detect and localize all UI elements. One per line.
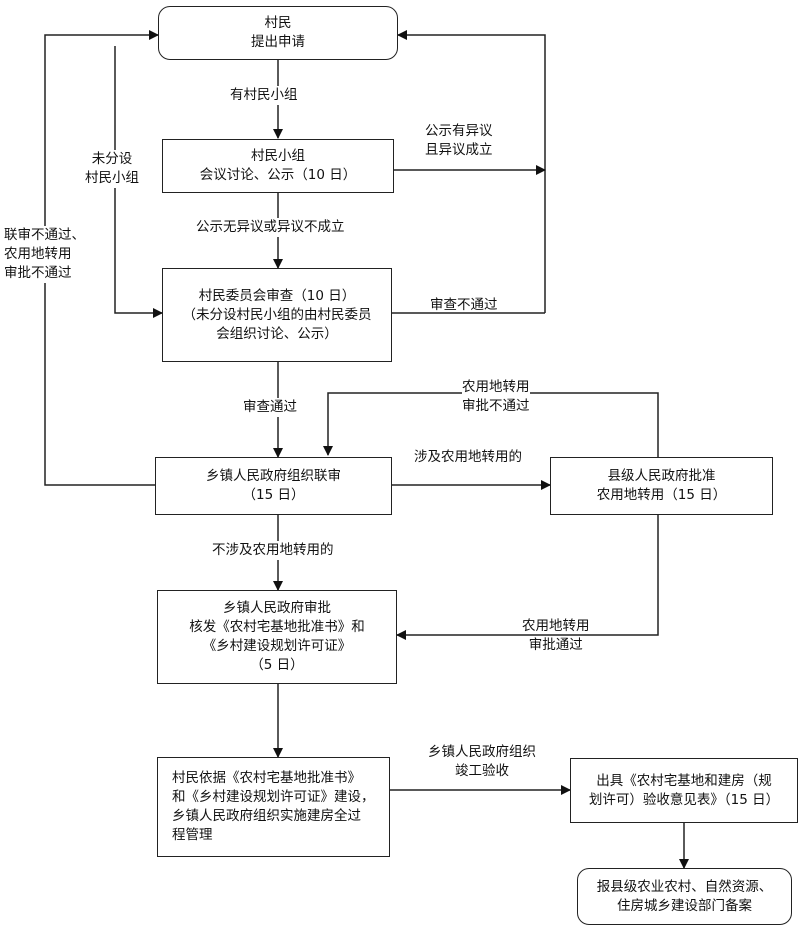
node-village-group-text: 村民小组 会议讨论、公示（10 日） bbox=[199, 148, 357, 183]
node-town-approve-text: 乡镇人民政府审批 核发《农村宅基地批准书》和 《乡村建设规划许可证》 （5 日） bbox=[189, 600, 365, 673]
node-town-joint-review-text: 乡镇人民政府组织联审 （15 日） bbox=[206, 468, 341, 503]
label-has-group: 有村民小组 bbox=[230, 86, 298, 105]
label-review-pass: 审查通过 bbox=[243, 398, 297, 417]
label-no-group: 未分设 村民小组 bbox=[85, 150, 139, 188]
node-record-filing: 报县级农业农村、自然资源、 住房城乡建设部门备案 bbox=[577, 868, 792, 925]
label-land-approved: 农用地转用 审批通过 bbox=[522, 618, 590, 653]
label-not-involves-land: 不涉及农用地转用的 bbox=[212, 541, 334, 560]
label-joint-review-fail: 联审不通过、 农用地转用 审批不通过 bbox=[4, 226, 85, 283]
node-village-committee-text: 村民委员会审查（10 日） （未分设村民小组的由村民委员 会组织讨论、公示） bbox=[182, 287, 372, 342]
line-land-approved bbox=[396, 515, 659, 640]
node-county-approval: 县级人民政府批准 农用地转用（15 日） bbox=[550, 457, 773, 515]
label-no-objection: 公示无异议或异议不成立 bbox=[196, 218, 345, 237]
line-right-loop bbox=[397, 30, 546, 313]
label-completion-check: 乡镇人民政府组织 竣工验收 bbox=[428, 744, 536, 779]
node-town-approve: 乡镇人民政府审批 核发《农村宅基地批准书》和 《乡村建设规划许可证》 （5 日） bbox=[157, 590, 397, 684]
node-villager-build-text: 村民依据《农村宅基地批准书》 和《乡村建设规划许可证》建设， 乡镇人民政府组织实… bbox=[172, 770, 375, 843]
node-acceptance-form: 出具《农村宅基地和建房（规 划许可）验收意见表》（15 日） bbox=[570, 758, 798, 823]
label-involves-land: 涉及农用地转用的 bbox=[414, 449, 522, 465]
node-acceptance-form-text: 出具《农村宅基地和建房（规 划许可）验收意见表》（15 日） bbox=[588, 772, 780, 808]
node-villager-apply-text: 村民 提出申请 bbox=[251, 15, 305, 50]
node-county-approval-text: 县级人民政府批准 农用地转用（15 日） bbox=[596, 468, 727, 503]
node-town-joint-review: 乡镇人民政府组织联审 （15 日） bbox=[155, 457, 392, 515]
node-record-filing-text: 报县级农业农村、自然资源、 住房城乡建设部门备案 bbox=[596, 878, 773, 914]
node-village-group: 村民小组 会议讨论、公示（10 日） bbox=[162, 139, 394, 193]
node-village-committee: 村民委员会审查（10 日） （未分设村民小组的由村民委员 会组织讨论、公示） bbox=[162, 268, 392, 362]
label-review-fail: 审查不通过 bbox=[430, 297, 498, 313]
label-land-not-approved: 农用地转用 审批不通过 bbox=[462, 378, 530, 416]
label-objection-upheld: 公示有异议 且异议成立 bbox=[425, 123, 493, 158]
node-villager-build: 村民依据《农村宅基地批准书》 和《乡村建设规划许可证》建设， 乡镇人民政府组织实… bbox=[157, 757, 390, 857]
node-villager-apply: 村民 提出申请 bbox=[158, 6, 398, 60]
